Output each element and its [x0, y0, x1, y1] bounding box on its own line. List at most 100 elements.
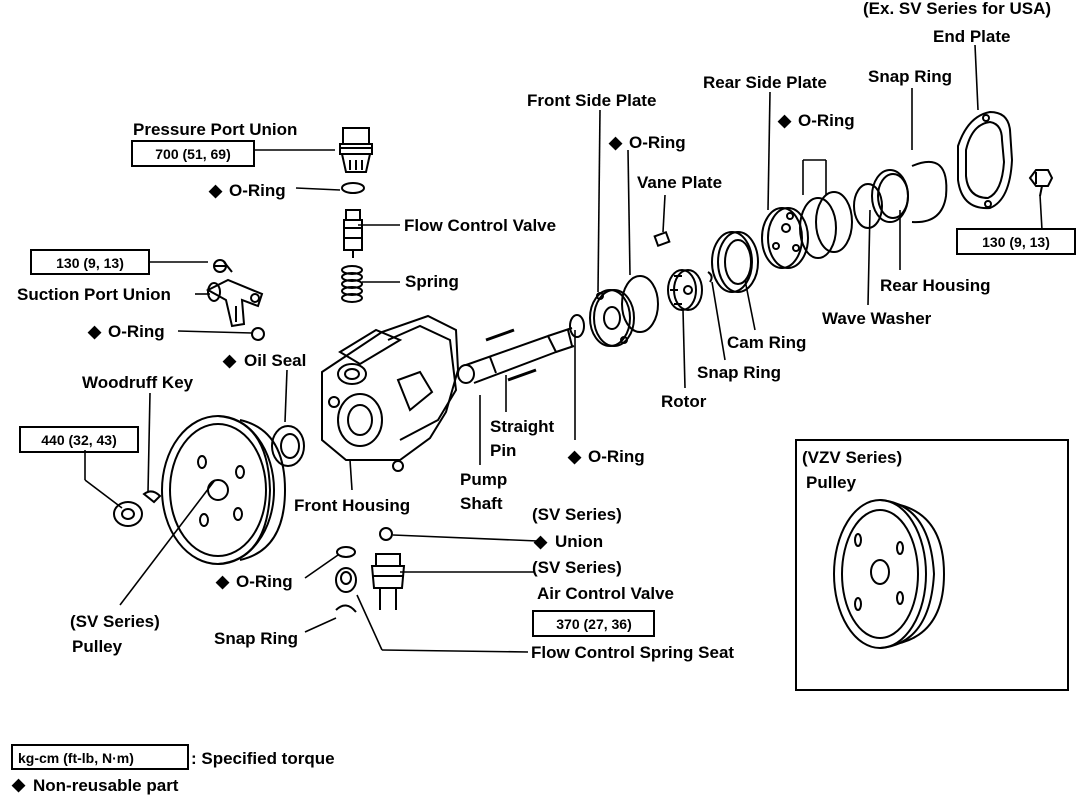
nonreusable-mark-o-ring-shaft: ◆ [567, 447, 582, 466]
union-part [379, 527, 393, 541]
torque-end-plate-bolt: 130 (9, 13) [982, 234, 1050, 250]
vane-plate-part [653, 230, 671, 248]
label-snap-ring-bottom: Snap Ring [214, 629, 298, 648]
straight-pin-part-2 [507, 368, 537, 382]
front-housing-part [321, 314, 460, 472]
label-straight-pin-1: Straight [490, 417, 555, 436]
label-flow-control-valve: Flow Control Valve [404, 216, 556, 235]
woodruff-key-part [142, 490, 162, 504]
flow-control-valve-part [343, 209, 363, 258]
o-ring-pressure-part [341, 182, 365, 194]
vzv-inset-frame [795, 439, 1069, 691]
label-end-plate: End Plate [933, 27, 1010, 46]
label-vzv-series: (VZV Series) [802, 448, 902, 467]
rotor-part [667, 269, 703, 311]
flow-control-spring-seat-part [335, 567, 357, 593]
label-pump-shaft-1: Pump [460, 470, 507, 489]
nonreusable-mark-union: ◆ [533, 532, 548, 551]
suction-port-union-part [205, 278, 264, 328]
leader-lines [84, 44, 1043, 653]
label-o-ring-bottom: O-Ring [236, 572, 293, 591]
label-o-ring-pressure: O-Ring [229, 181, 286, 200]
label-straight-pin-2: Pin [490, 441, 516, 460]
legend-nonreusable-mark: ◆ [11, 775, 26, 794]
snap-ring-top-part [911, 160, 948, 224]
label-snap-ring-mid: Snap Ring [697, 363, 781, 382]
label-snap-ring-top: Snap Ring [868, 67, 952, 86]
label-woodruff-key: Woodruff Key [82, 373, 194, 392]
label-rotor: Rotor [661, 392, 707, 411]
o-ring-rear-part-1 [799, 197, 837, 259]
label-pressure-port-union: Pressure Port Union [133, 120, 297, 139]
nonreusable-mark-o-ring-suction: ◆ [87, 322, 102, 341]
label-sv-series-acv: (SV Series) [532, 558, 622, 577]
legend-torque-box [11, 744, 189, 770]
air-control-valve-part [370, 553, 406, 610]
o-ring-front-plate-part [621, 275, 659, 333]
o-ring-rear-part-2 [815, 191, 853, 253]
label-o-ring-rear: O-Ring [798, 111, 855, 130]
label-vane-plate: Vane Plate [637, 173, 722, 192]
label-o-ring-shaft: O-Ring [588, 447, 645, 466]
legend-torque-units: kg-cm (ft-lb, N·m) [18, 750, 134, 766]
label-rear-side-plate: Rear Side Plate [703, 73, 827, 92]
label-oil-seal: Oil Seal [244, 351, 306, 370]
torque-suction-port: 130 (9, 13) [56, 255, 124, 271]
spring-part [341, 265, 363, 303]
label-pulley-sv: Pulley [72, 637, 123, 656]
nonreusable-mark-o-ring-pressure: ◆ [208, 181, 223, 200]
label-wave-washer: Wave Washer [822, 309, 932, 328]
end-plate-part [957, 110, 1014, 210]
suction-bolt-part [213, 259, 233, 273]
torque-air-control-valve: 370 (27, 36) [556, 616, 632, 632]
label-front-housing: Front Housing [294, 496, 410, 515]
label-spring: Spring [405, 272, 459, 291]
label-o-ring-suction: O-Ring [108, 322, 165, 341]
label-union: Union [555, 532, 603, 551]
vzv-pulley-part [833, 499, 946, 649]
rear-housing-part [871, 169, 909, 223]
rear-side-plate-part [761, 207, 809, 269]
wave-washer-part [853, 183, 883, 229]
nonreusable-mark-o-ring-rear: ◆ [777, 111, 792, 130]
label-suction-port-union: Suction Port Union [17, 285, 171, 304]
label-pulley-vzv: Pulley [806, 473, 857, 492]
label-rear-housing: Rear Housing [880, 276, 991, 295]
label-ex-sv-series: (Ex. SV Series for USA) [863, 0, 1051, 18]
snap-ring-bottom-part [335, 604, 357, 613]
nonreusable-mark-oil-seal: ◆ [222, 351, 237, 370]
torque-pulley-nut: 440 (32, 43) [41, 432, 117, 448]
nonreusable-mark-o-ring-bottom: ◆ [215, 572, 230, 591]
o-ring-bottom-part [336, 546, 356, 558]
label-sv-series-union: (SV Series) [532, 505, 622, 524]
label-front-side-plate: Front Side Plate [527, 91, 656, 110]
snap-ring-mid-part [707, 271, 713, 283]
sv-pulley-part [161, 415, 287, 565]
torque-box-end-plate-bolt [956, 228, 1076, 255]
legend-nonreusable-text: Non-reusable part [33, 776, 179, 795]
torque-box-pressure-port [131, 140, 255, 167]
cam-ring-part [711, 231, 759, 293]
label-sv-series-pulley: (SV Series) [70, 612, 160, 631]
label-o-ring-front-plate: O-Ring [629, 133, 686, 152]
label-flow-control-spring-seat: Flow Control Spring Seat [531, 643, 734, 662]
o-ring-suction-part [251, 327, 265, 341]
torque-pressure-port: 700 (51, 69) [155, 146, 231, 162]
label-air-control-valve: Air Control Valve [537, 584, 674, 603]
pressure-port-union-part [339, 127, 373, 173]
front-side-plate-part [589, 289, 635, 347]
legend-torque-text: : Specified torque [191, 749, 335, 768]
oil-seal-part [271, 425, 305, 467]
o-ring-shaft-part [569, 314, 585, 338]
pulley-nut-part [113, 501, 143, 527]
nonreusable-mark-o-ring-front-plate: ◆ [608, 133, 623, 152]
label-pump-shaft-2: Shaft [460, 494, 503, 513]
label-cam-ring: Cam Ring [727, 333, 806, 352]
torque-box-pulley-nut [19, 426, 139, 453]
straight-pin-part-1 [485, 328, 515, 342]
end-plate-bolt-part [1028, 169, 1054, 197]
pump-shaft-part [457, 327, 575, 384]
torque-box-air-control-valve [532, 610, 655, 637]
torque-box-suction-port [30, 249, 150, 275]
